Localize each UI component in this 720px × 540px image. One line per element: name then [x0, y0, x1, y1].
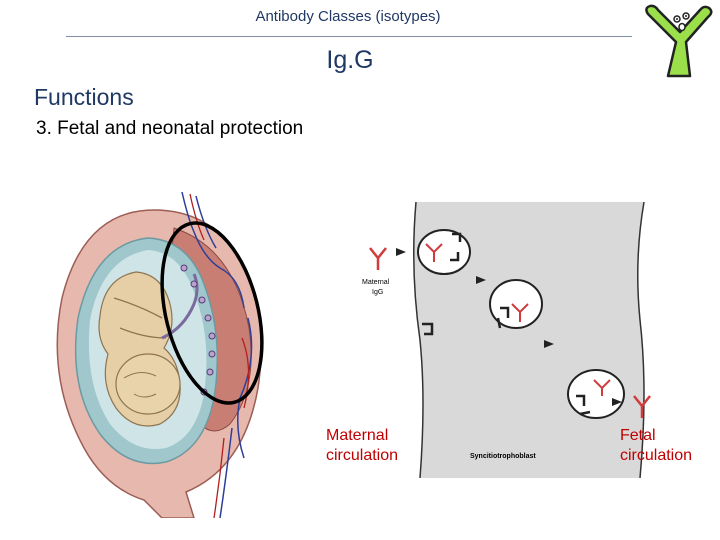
header-title: Antibody Classes (isotypes)	[255, 8, 441, 25]
maternal-circulation-label: Maternal circulation	[326, 427, 399, 464]
svg-text:IgG: IgG	[372, 289, 383, 296]
syncytiotrophoblast-label: Syncitiotrophoblast	[470, 453, 536, 460]
fetal-circulation-label: Fetal circulation	[620, 427, 693, 464]
antibody-mascot-logo-icon	[645, 4, 713, 78]
maternal-igg-label: Maternal	[362, 279, 390, 286]
function-item-text: 3. Fetal and neonatal protection	[36, 118, 304, 139]
placenta-transport-diagram: Maternal IgG Syncitiotrophoblast	[362, 201, 651, 479]
header-divider	[66, 36, 632, 37]
slide-title: Ig.G	[326, 46, 374, 74]
uterus-fetus-illustration	[56, 191, 264, 518]
section-heading: Functions	[34, 84, 134, 110]
